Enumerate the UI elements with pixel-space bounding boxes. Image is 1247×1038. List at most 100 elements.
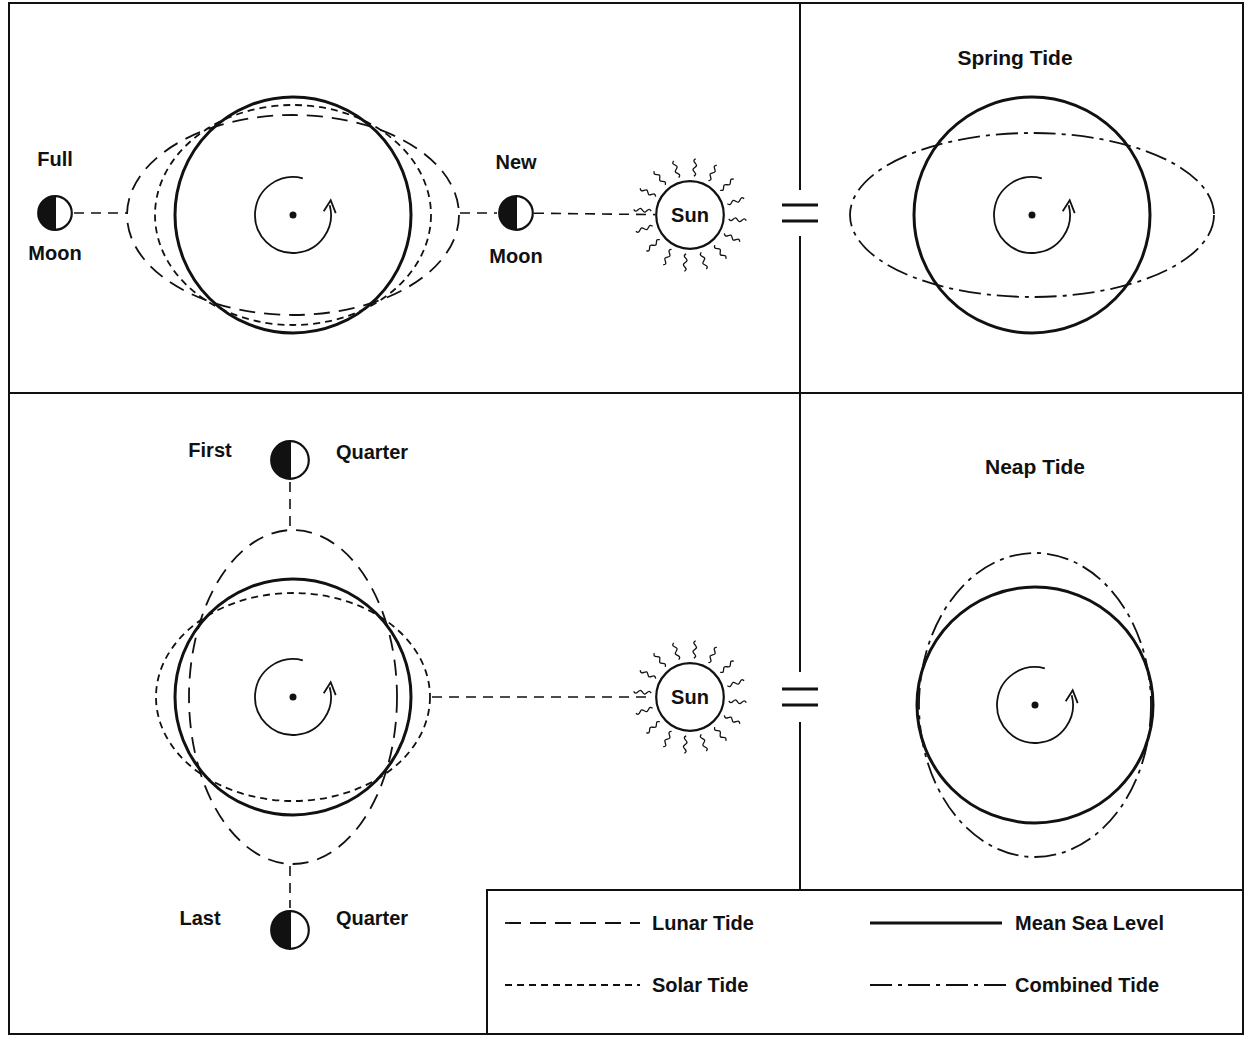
moon-light-half xyxy=(38,196,72,230)
moon-terminator xyxy=(289,441,291,479)
alignment-connector xyxy=(534,213,655,214)
legend-label: Lunar Tide xyxy=(652,912,754,935)
sun-ray xyxy=(646,722,660,733)
sun-ray xyxy=(646,240,660,251)
earth-center-dot xyxy=(290,694,297,701)
moon-dark-half xyxy=(499,196,516,230)
sun-ray xyxy=(663,249,671,265)
sun-ray xyxy=(727,198,744,205)
combined-tide-bulge xyxy=(919,553,1151,857)
rotation-arrowhead xyxy=(1063,200,1075,213)
sun-ray xyxy=(654,171,665,185)
earth-center-dot xyxy=(290,212,297,219)
moon-phase-label: First xyxy=(188,439,231,462)
alignment-line xyxy=(289,866,291,908)
panel-divider xyxy=(9,392,1243,394)
alignment-line xyxy=(460,212,497,214)
moon-dark-half xyxy=(38,196,55,230)
sun-ray xyxy=(683,736,687,754)
sun-ray xyxy=(715,245,726,259)
sun-ray xyxy=(724,715,740,723)
sun-ray xyxy=(693,641,697,659)
solar-tide-bulge xyxy=(155,105,431,325)
panel-divider xyxy=(799,722,801,890)
sun-ray xyxy=(720,179,734,190)
sun-ray xyxy=(673,643,680,660)
equals-sign xyxy=(782,688,818,691)
sun-label: Sun xyxy=(671,686,709,709)
equals-sign xyxy=(782,704,818,707)
rotation-arrowhead xyxy=(324,682,336,695)
moon-symbol: NewMoon xyxy=(498,195,534,231)
sun-ray xyxy=(634,208,652,212)
combined-tide-bulge xyxy=(850,133,1214,297)
sun-ray xyxy=(673,161,680,178)
sun-label: Sun xyxy=(671,204,709,227)
sun-ray xyxy=(636,707,653,714)
sun-ray xyxy=(636,225,653,232)
rotation-arrowhead xyxy=(1066,690,1078,703)
rotation-arrowhead xyxy=(324,200,336,213)
panel-divider xyxy=(799,236,801,672)
legend-label: Mean Sea Level xyxy=(1015,912,1164,935)
alignment-line xyxy=(432,696,652,698)
lunar-tide-bulge xyxy=(127,115,459,315)
legend-label: Solar Tide xyxy=(652,974,748,997)
moon-outline xyxy=(498,195,534,231)
moon-terminator xyxy=(54,196,56,230)
moon-dark-half xyxy=(271,911,290,949)
sun-ray xyxy=(663,731,671,747)
moon-outline xyxy=(270,910,310,950)
moon-light-half xyxy=(271,441,309,479)
moon-symbol: FirstQuarter xyxy=(270,440,310,480)
panel-title: Spring Tide xyxy=(957,46,1072,70)
rotation-arrow xyxy=(997,667,1073,743)
earth-center-dot xyxy=(1029,212,1036,219)
moon-symbol: FullMoon xyxy=(37,195,73,231)
sun-ray xyxy=(724,233,740,241)
sun-ray xyxy=(654,653,665,667)
sun-circle: Sun xyxy=(655,662,725,732)
sun-ray xyxy=(708,647,716,663)
sun-ray xyxy=(715,727,726,741)
sun-ray xyxy=(640,670,656,678)
moon-dark-half xyxy=(271,441,290,479)
rotation-arrow xyxy=(255,177,331,253)
moon-symbol: LastQuarter xyxy=(270,910,310,950)
sun-ray xyxy=(693,159,697,177)
moon-terminator xyxy=(515,196,517,230)
sun-disc xyxy=(656,663,724,731)
moon-light-half xyxy=(271,911,309,949)
sun-ray xyxy=(720,661,734,672)
solar-tide-bulge xyxy=(156,593,430,801)
legend-box xyxy=(487,890,1243,1034)
rotation-arrow xyxy=(994,177,1070,253)
legend-sample xyxy=(870,922,1002,925)
panel-title: Neap Tide xyxy=(985,455,1085,479)
outer-frame xyxy=(9,3,1243,1034)
sun-circle: Sun xyxy=(655,180,725,250)
moon-phase-label: Quarter xyxy=(336,907,408,930)
alignment-line xyxy=(289,482,291,528)
mean-sea-level-circle xyxy=(914,97,1150,333)
moon-outline xyxy=(270,440,310,480)
legend-sample xyxy=(505,922,640,924)
moon-phase-label: Quarter xyxy=(336,441,408,464)
sun-ray xyxy=(700,734,707,751)
moon-phase-label: New xyxy=(495,151,536,174)
sun-ray xyxy=(729,218,747,222)
mean-sea-level-circle xyxy=(917,587,1153,823)
sun-ray xyxy=(708,165,716,181)
legend-label: Combined Tide xyxy=(1015,974,1159,997)
sun-ray xyxy=(683,254,687,272)
sun-ray xyxy=(729,700,747,704)
sun-ray xyxy=(640,188,656,196)
mean-sea-level-circle xyxy=(175,579,411,815)
moon-outline xyxy=(37,195,73,231)
equals-sign xyxy=(782,220,818,223)
mean-sea-level-circle xyxy=(175,97,411,333)
sun-ray xyxy=(634,690,652,694)
